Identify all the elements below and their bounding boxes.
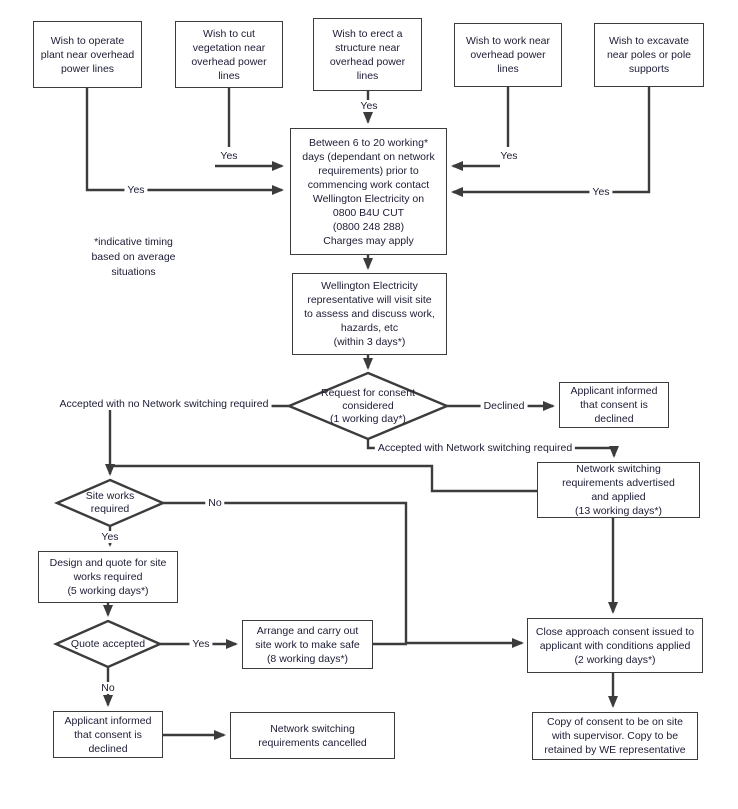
decision-siteworks-shape [53,478,167,528]
node-switching-cancelled: Network switching requirements cancelled [230,712,395,759]
edge-label-yes-work: Yes [497,150,521,162]
node-applicant-informed-declined-bottom: Applicant informed that consent is decli… [53,711,163,758]
node-network-switching-advertised: Network switching requirements advertise… [537,462,700,518]
node-wish-cut-vegetation: Wish to cut vegetation near overhead pow… [175,21,283,88]
node-design-and-quote: Design and quote for site works required… [38,551,178,603]
edge-label-quote-yes: Yes [189,638,213,650]
node-wish-work-near: Wish to work near overhead power lines [454,23,562,87]
connector-accepted-no-switching [105,404,289,476]
edge-label-site-works-yes: Yes [98,531,122,543]
decision-consent-shape [285,371,451,441]
edge-label-declined: Declined [480,400,528,412]
node-arrange-site-work: Arrange and carry out site work to make … [242,620,373,669]
node-wish-erect-structure: Wish to erect a structure near overhead … [313,18,422,91]
edge-label-site-works-no: No [205,497,225,509]
connector-operate-to-contact [85,88,284,195]
decision-quote-shape [53,619,163,669]
connector-siteworks-no [163,501,524,648]
node-copy-of-consent: Copy of consent to be on site with super… [532,712,698,760]
edge-label-quote-no: No [98,682,118,694]
edge-label-yes-operate: Yes [124,184,148,196]
decision-consent-considered: Request for consent considered (1 workin… [321,386,415,425]
edge-label-yes-vegetation: Yes [217,150,241,162]
node-applicant-informed-declined-top: Applicant informed that consent is decli… [559,382,669,428]
node-contact-wellington-electricity: Between 6 to 20 working* days (dependant… [290,128,447,255]
decision-quote-accepted: Quote accepted [70,637,146,650]
node-wish-excavate: Wish to excavate near poles or pole supp… [594,23,704,87]
connector-switching-to-siteworks [110,464,537,493]
node-site-visit: Wellington Electricity representative wi… [292,273,447,355]
edge-label-yes-structure: Yes [357,100,381,112]
edge-label-accepted-with-switching: Accepted with Network switching required [374,442,576,454]
connector-excavate-to-contact [451,87,651,197]
node-close-approach-consent: Close approach consent issued to applica… [527,618,703,673]
note-indicative-timing: *indicative timing based on average situ… [91,236,176,278]
edge-label-yes-excavate: Yes [589,186,613,198]
edge-label-accepted-no-switching: Accepted with no Network switching requi… [56,398,272,410]
node-wish-operate-plant: Wish to operate plant near overhead powe… [33,21,142,88]
decision-site-works-required: Site works required [85,490,135,515]
